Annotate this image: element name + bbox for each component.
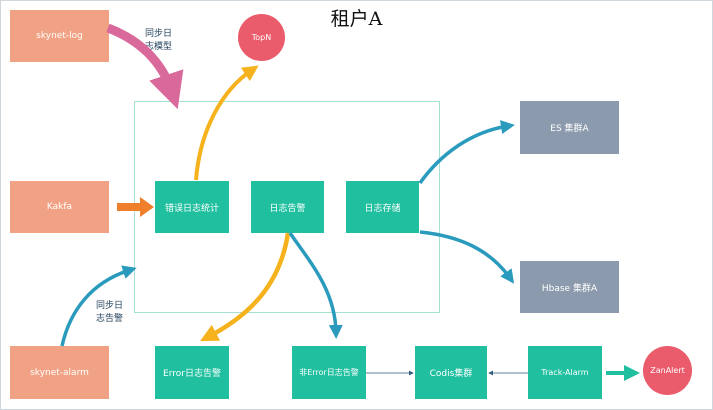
kakfa-node[interactable]: Kakfa (10, 181, 109, 233)
arrow-log-alert-to-error-alert (200, 232, 291, 342)
arrow-skynet-alarm-to-container (60, 265, 137, 347)
sync-log-model-note: 同步日 志模型 (145, 28, 172, 54)
sync-log-alert-note: 同步日 志告警 (96, 300, 123, 326)
arrow-log-storage-to-hbase (419, 230, 515, 284)
sync-log-alert-line-1: 同步日 (96, 301, 124, 311)
es-cluster-node[interactable]: ES 集群A (520, 101, 619, 154)
sync-log-model-line-1: 同步日 (145, 29, 173, 39)
topn-node[interactable]: TopN (238, 14, 285, 61)
arrow-log-alert-to-non-error-alert (288, 232, 343, 339)
log-storage-node[interactable]: 日志存储 (346, 181, 419, 233)
arrow-log-storage-to-es (418, 120, 515, 185)
arrow-kakfa-head (140, 197, 154, 217)
zanalert-node[interactable]: ZanAlert (643, 346, 692, 395)
sync-log-model-line-2: 志模型 (145, 42, 173, 52)
diagram-title: 租户A (330, 8, 383, 30)
track-alarm-node[interactable]: Track-Alarm (528, 346, 602, 399)
hbase-cluster-node[interactable]: Hbase 集群A (520, 261, 619, 313)
arrow-skynet-log-to-container (106, 23, 184, 110)
sync-log-alert-line-2: 志告警 (96, 314, 124, 324)
codis-cluster-node[interactable]: Codis集群 (415, 346, 487, 399)
error-log-stats-node[interactable]: 错误日志统计 (155, 181, 229, 233)
log-alert-node[interactable]: 日志告警 (251, 181, 324, 233)
non-error-log-alert-node[interactable]: 非Error日志告警 (292, 346, 366, 399)
skynet-log-node[interactable]: skynet-log (10, 10, 109, 62)
skynet-alarm-node[interactable]: skynet-alarm (10, 346, 109, 399)
error-log-alert-node[interactable]: Error日志告警 (155, 346, 229, 399)
arrow-error-stats-to-topn (194, 65, 259, 181)
